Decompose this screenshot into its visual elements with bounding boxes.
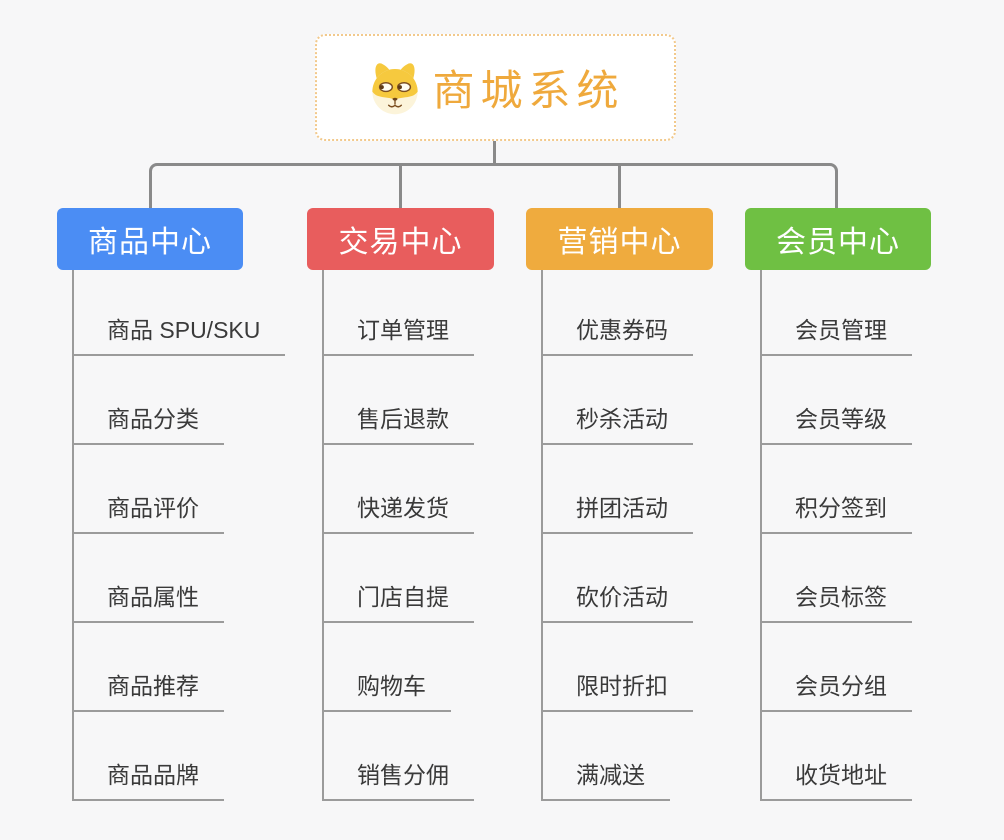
- leaf-column-product: 商品 SPU/SKU 商品分类 商品评价 商品属性 商品推荐 商品品牌: [72, 270, 286, 801]
- leaf-node[interactable]: 快递发货: [324, 445, 474, 534]
- leaf-node[interactable]: 拼团活动: [543, 445, 693, 534]
- branch-node-product-center[interactable]: 商品中心: [57, 208, 243, 270]
- connector-drop-trade: [399, 164, 402, 208]
- connector-drop-marketing: [618, 164, 621, 208]
- root-node-title: 商城系统: [432, 67, 625, 114]
- branch-label: 会员中心: [776, 226, 900, 259]
- leaf-node[interactable]: 会员管理: [762, 270, 912, 356]
- branch-node-member-center[interactable]: 会员中心: [745, 208, 931, 270]
- connector-root-stem: [493, 141, 496, 164]
- branch-node-trade-center[interactable]: 交易中心: [307, 208, 494, 270]
- leaf-node[interactable]: 满减送: [543, 712, 670, 801]
- leaf-column-marketing: 优惠券码 秒杀活动 拼团活动 砍价活动 限时折扣 满减送: [541, 270, 693, 801]
- leaf-node[interactable]: 会员分组: [762, 623, 912, 712]
- leaf-node[interactable]: 收货地址: [762, 712, 912, 801]
- leaf-node[interactable]: 商品推荐: [74, 623, 224, 712]
- leaf-node[interactable]: 优惠券码: [543, 270, 693, 356]
- leaf-node[interactable]: 会员等级: [762, 356, 912, 445]
- branch-label: 交易中心: [338, 226, 463, 259]
- branch-label: 营销中心: [557, 226, 682, 259]
- leaf-node[interactable]: 会员标签: [762, 534, 912, 623]
- leaf-node[interactable]: 秒杀活动: [543, 356, 693, 445]
- leaf-node[interactable]: 积分签到: [762, 445, 912, 534]
- branch-label: 商品中心: [88, 226, 212, 259]
- leaf-node[interactable]: 销售分佣: [324, 712, 474, 801]
- leaf-node[interactable]: 商品品牌: [74, 712, 224, 801]
- leaf-node[interactable]: 限时折扣: [543, 623, 693, 712]
- connector-trunk: [149, 163, 838, 208]
- branch-node-marketing-center[interactable]: 营销中心: [526, 208, 713, 270]
- dog-logo-icon: [366, 59, 424, 117]
- leaf-node[interactable]: 购物车: [324, 623, 451, 712]
- leaf-node[interactable]: 订单管理: [324, 270, 474, 356]
- leaf-column-trade: 订单管理 售后退款 快递发货 门店自提 购物车 销售分佣: [322, 270, 474, 801]
- leaf-node[interactable]: 商品评价: [74, 445, 224, 534]
- leaf-column-member: 会员管理 会员等级 积分签到 会员标签 会员分组 收货地址: [760, 270, 912, 801]
- leaf-node[interactable]: 商品属性: [74, 534, 224, 623]
- leaf-node[interactable]: 砍价活动: [543, 534, 693, 623]
- leaf-node[interactable]: 门店自提: [324, 534, 474, 623]
- leaf-node[interactable]: 售后退款: [324, 356, 474, 445]
- leaf-node[interactable]: 商品分类: [74, 356, 224, 445]
- root-node[interactable]: 商城系统: [315, 34, 676, 141]
- leaf-node[interactable]: 商品 SPU/SKU: [74, 270, 286, 356]
